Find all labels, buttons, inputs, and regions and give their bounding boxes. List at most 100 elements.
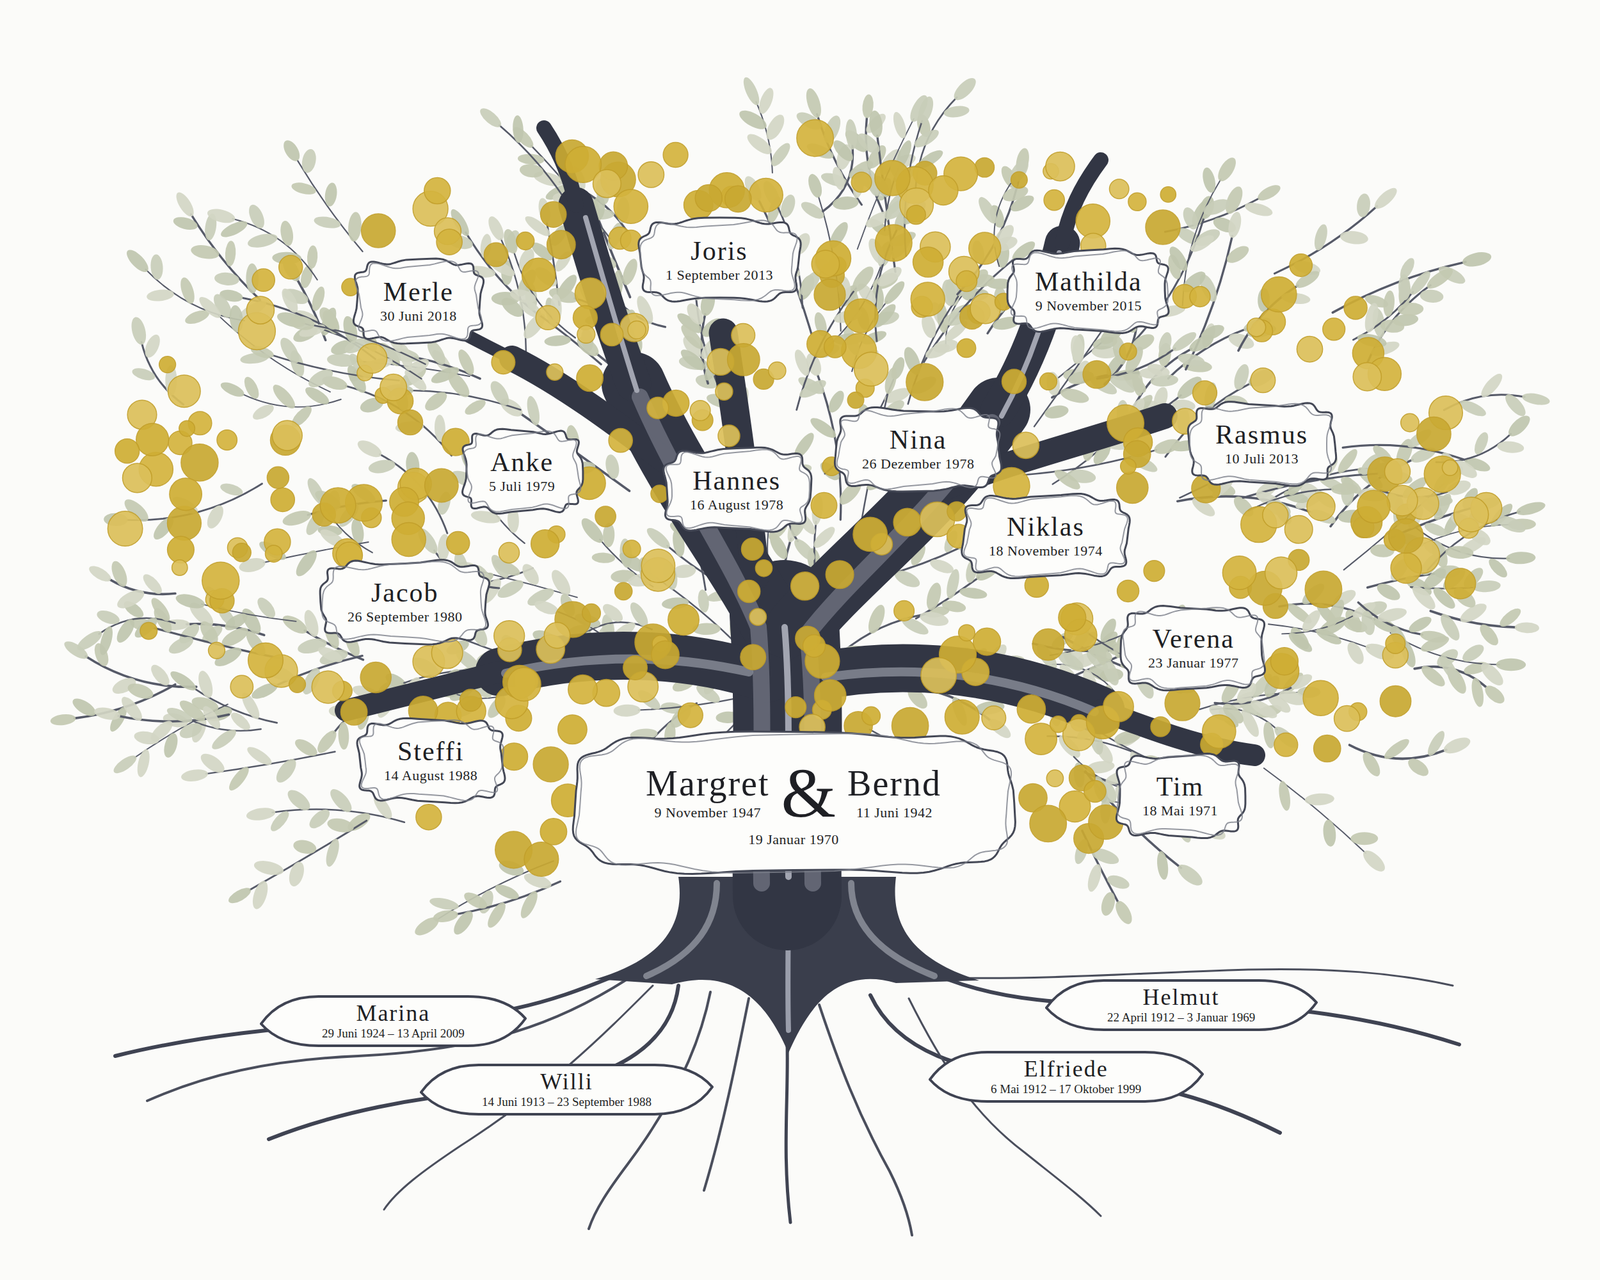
gold-dot — [749, 608, 767, 626]
leaf — [213, 271, 240, 287]
gold-dot — [582, 604, 601, 623]
gold-dot — [252, 268, 275, 292]
gold-dot — [1247, 318, 1266, 337]
person-name: Anke — [488, 447, 555, 478]
leaf — [867, 110, 884, 139]
leaf — [928, 556, 956, 577]
leaf — [762, 112, 788, 143]
bubble-line — [355, 261, 482, 342]
leaf — [1461, 249, 1493, 269]
leaf — [1496, 440, 1525, 455]
gold-dot — [208, 641, 226, 659]
name-bubble: Rasmus10 Juli 2013 — [1185, 399, 1339, 489]
leaf — [1322, 819, 1338, 848]
leaf — [1098, 890, 1118, 918]
person-name: Nina — [862, 424, 975, 456]
gold-dot — [1390, 552, 1422, 584]
gold-dot — [615, 582, 633, 600]
gold-dot — [741, 538, 764, 560]
person-name: Hannes — [689, 465, 784, 496]
leaf — [1381, 736, 1412, 763]
leaf — [912, 126, 942, 152]
leaf — [316, 643, 345, 666]
gold-dot — [627, 320, 646, 339]
leaf — [1496, 658, 1527, 672]
person-name: Niklas — [988, 512, 1103, 543]
life-dates: 10 Juli 2013 — [1215, 449, 1309, 468]
gold-dot — [894, 600, 915, 622]
leaf — [312, 214, 342, 230]
name-bubble: Nina26 Dezember 1978 — [832, 404, 1005, 494]
leaf — [286, 860, 308, 889]
gold-dot — [340, 698, 367, 726]
leaf — [1248, 696, 1280, 722]
leaf — [291, 837, 318, 856]
leaf — [323, 181, 339, 207]
gold-dot — [1284, 515, 1313, 544]
bubble-line — [1117, 755, 1243, 836]
gold-dot — [1344, 296, 1368, 320]
leaf — [740, 75, 763, 108]
leaf — [677, 321, 707, 352]
leaf — [225, 885, 253, 907]
gold-dot — [1160, 186, 1176, 203]
leaf — [166, 633, 196, 658]
bubble-line — [321, 561, 486, 642]
leaf — [1514, 622, 1540, 634]
leaf — [1505, 551, 1536, 565]
leaf — [246, 231, 280, 250]
gold-dot — [689, 400, 711, 422]
gold-dot — [446, 531, 470, 555]
leaf — [1255, 181, 1284, 204]
gold-dot — [360, 662, 392, 694]
leaf — [791, 535, 819, 564]
bubble-line — [1011, 250, 1168, 332]
gold-dot — [380, 374, 408, 402]
leaf — [367, 457, 397, 475]
leaf — [1097, 616, 1120, 645]
leaf — [222, 609, 250, 634]
gold-dot — [755, 560, 772, 577]
gold-dot — [436, 229, 463, 255]
gold-dot — [230, 675, 253, 698]
gold-dot — [1143, 560, 1165, 582]
gold-dot — [1352, 362, 1382, 392]
leaf — [1105, 872, 1131, 892]
name-bubble: Steffi14 August 1988 — [354, 716, 508, 806]
gold-dot — [1334, 705, 1360, 732]
node-content: Anke5 Juli 1979 — [459, 426, 585, 516]
gold-dot — [1445, 568, 1476, 600]
leaf — [1355, 192, 1372, 218]
life-dates: 14 Juni 1913 – 23 September 1988 — [481, 1095, 652, 1110]
gold-dot — [910, 282, 945, 317]
leaf — [323, 837, 342, 868]
gold-dot — [1040, 373, 1058, 391]
node-content: Tim18 Mai 1971 — [1112, 751, 1248, 841]
bubble-line — [1189, 403, 1332, 485]
gold-dot — [678, 702, 704, 728]
gold-dot — [531, 529, 560, 559]
gold-dot — [1128, 192, 1147, 211]
leaf — [74, 627, 105, 655]
leaf — [517, 888, 541, 921]
gold-dot — [811, 250, 840, 278]
leaf — [944, 567, 962, 600]
gold-dot — [574, 277, 606, 309]
gold-dot — [169, 478, 202, 511]
node-content: Hannes16 August 1978 — [660, 445, 813, 535]
leaf — [1521, 391, 1551, 407]
leaf — [421, 388, 450, 415]
gold-dot — [265, 545, 283, 562]
gold-dot — [1250, 368, 1276, 393]
life-dates: 9 November 2015 — [1034, 296, 1143, 315]
bubble-line — [1122, 607, 1264, 689]
gold-dot — [695, 184, 722, 212]
leaf — [276, 334, 303, 367]
leaf — [1304, 792, 1335, 806]
leaf — [613, 704, 641, 718]
leaf — [174, 591, 207, 611]
leaf — [1371, 184, 1401, 213]
gold-dot — [1032, 629, 1064, 661]
gold-dot — [663, 142, 688, 168]
